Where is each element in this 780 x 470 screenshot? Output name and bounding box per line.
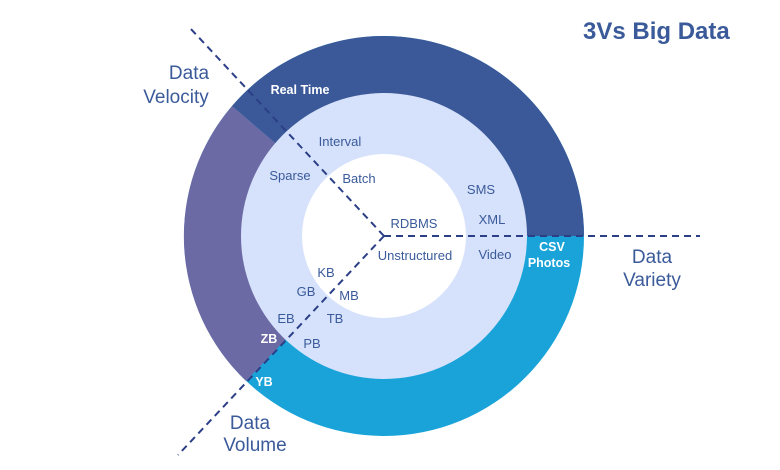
label-zb: ZB	[261, 332, 278, 346]
label-yb: YB	[255, 375, 272, 389]
label-photos: Photos	[528, 256, 570, 270]
volume-axis-line	[177, 235, 385, 456]
variety-axis-label-line1: Data	[632, 247, 673, 268]
label-real-time: Real Time	[271, 83, 330, 97]
label-xml: XML	[479, 212, 506, 227]
label-sparse: Sparse	[269, 168, 310, 183]
label-pb: PB	[303, 336, 320, 351]
volume-axis-label-line1: Data	[230, 413, 271, 434]
label-gb: GB	[297, 284, 316, 299]
label-unstructured: Unstructured	[378, 248, 452, 263]
velocity-axis-label-line2: Velocity	[143, 87, 209, 108]
label-eb: EB	[277, 311, 294, 326]
velocity-axis-label-line1: Data	[169, 63, 210, 84]
page-title: 3Vs Big Data	[583, 18, 730, 45]
label-sms: SMS	[467, 182, 496, 197]
variety-axis-label-line2: Variety	[623, 270, 681, 291]
label-kb: KB	[317, 265, 334, 280]
label-video: Video	[478, 247, 511, 262]
label-mb: MB	[339, 288, 359, 303]
label-rdbms: RDBMS	[391, 216, 438, 231]
label-batch: Batch	[342, 171, 375, 186]
label-csv: CSV	[539, 240, 565, 254]
label-tb: TB	[327, 311, 344, 326]
volume-axis-label-line2: Volume	[223, 435, 286, 456]
label-interval: Interval	[319, 134, 362, 149]
